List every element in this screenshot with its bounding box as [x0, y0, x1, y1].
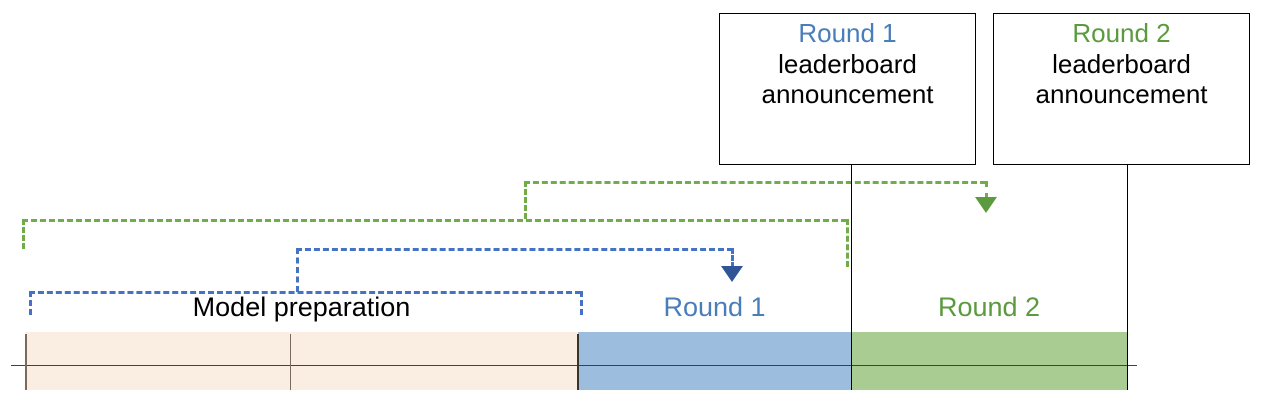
- callout-round1-announcement: Round 1 leaderboard announcement: [719, 13, 976, 165]
- green-lower-bracket-right-stem: [846, 219, 849, 267]
- callout-line2: leaderboard: [778, 48, 917, 79]
- green-upper-bracket-left-stem: [524, 181, 527, 219]
- blue-lower-bracket-top: [29, 291, 581, 294]
- timeline-tick-round1-start: [577, 334, 579, 390]
- segment-label-round-2: Round 2: [937, 292, 1041, 322]
- green-upper-bracket-top: [524, 181, 986, 184]
- callout-line2: leaderboard: [1052, 48, 1191, 79]
- green-lower-bracket-top: [22, 219, 847, 222]
- green-upper-bracket-right-stem: [985, 181, 988, 199]
- timeline-segment-round-2: [851, 332, 1127, 390]
- segment-label-model-preparation: Model preparation: [192, 292, 411, 322]
- blue-lower-bracket-left-stem: [29, 291, 32, 315]
- blue-upper-bracket-right-stem: [731, 248, 734, 268]
- connector-line-round1: [851, 165, 852, 390]
- callout-line3: announcement: [1035, 79, 1208, 110]
- green-lower-bracket-left-stem: [22, 219, 25, 249]
- segment-label-round-1: Round 1: [663, 292, 766, 322]
- blue-lower-bracket-right-stem: [580, 291, 583, 315]
- timeline-bar: [25, 332, 1127, 390]
- timeline-tick-start: [25, 334, 27, 390]
- timeline-segment-model-preparation: [25, 332, 578, 390]
- callout-round2-announcement: Round 2 leaderboard announcement: [993, 13, 1250, 165]
- round2-arrow: [975, 197, 997, 213]
- callout-heading: Round 2: [1072, 18, 1171, 48]
- callout-heading: Round 1: [798, 18, 897, 48]
- callout-line3: announcement: [761, 79, 934, 110]
- timeline-segment-round-1: [578, 332, 851, 390]
- connector-line-round2: [1127, 165, 1128, 390]
- round1-arrow: [721, 266, 743, 282]
- timeline-axis-line: [11, 365, 1137, 366]
- blue-upper-bracket-top: [296, 248, 733, 251]
- blue-upper-bracket-left-stem: [296, 248, 299, 292]
- timeline-tick-mid: [290, 334, 291, 390]
